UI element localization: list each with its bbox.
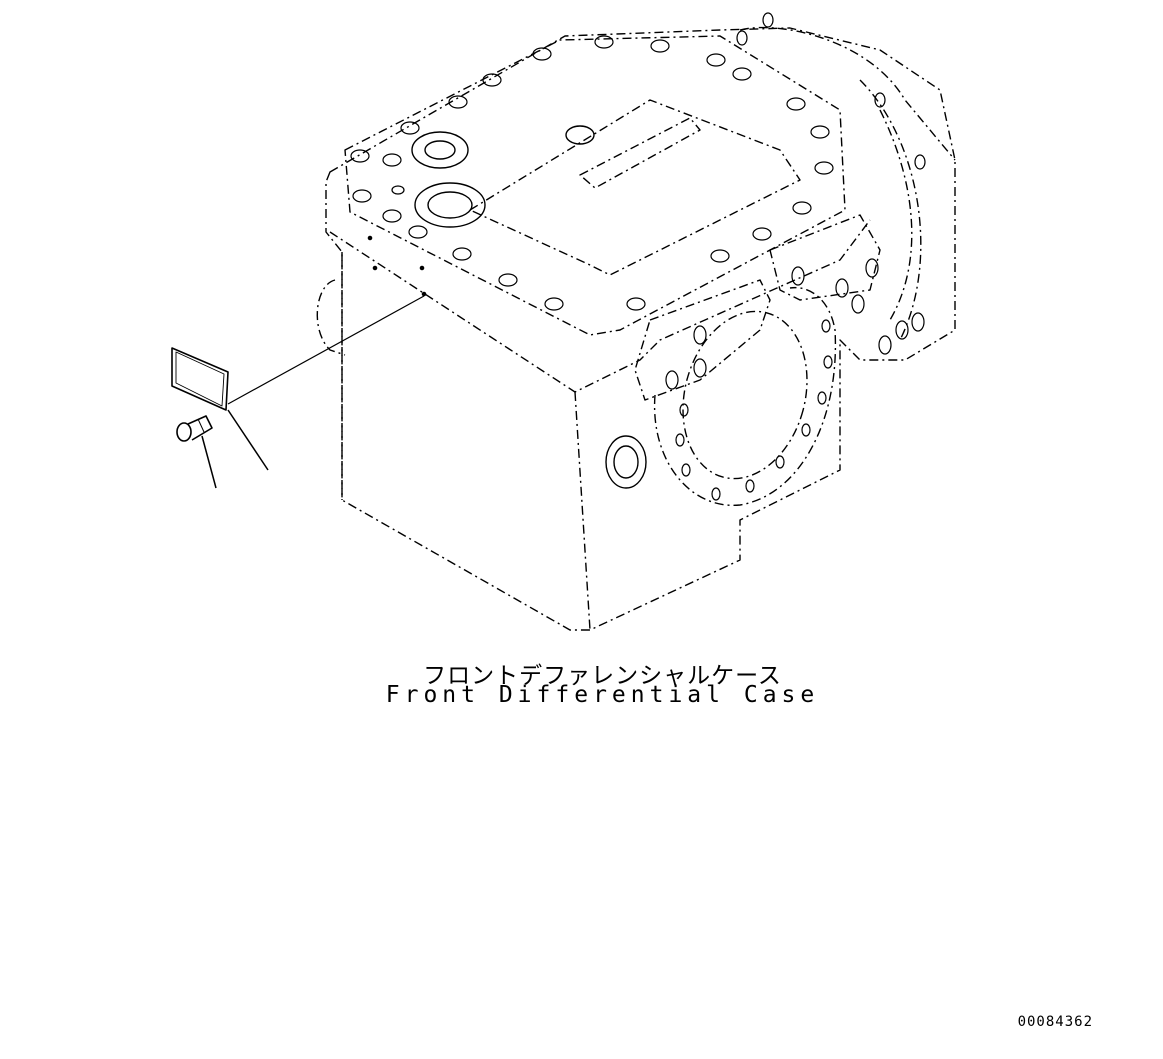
rivet-leader-line: [201, 435, 217, 489]
differential-case-housing: [316, 26, 956, 631]
drawing-number: 00084362: [1017, 1014, 1093, 1030]
rivet: [176, 415, 213, 442]
install-line: [227, 295, 425, 405]
plate-leader-line: [227, 409, 269, 471]
bolt-holes: [350, 12, 926, 501]
nameplate: [171, 347, 229, 411]
part-name-english: Front Differential Case: [385, 682, 820, 708]
part-name-japanese: フロントデファレンシャルケース: [423, 663, 782, 689]
